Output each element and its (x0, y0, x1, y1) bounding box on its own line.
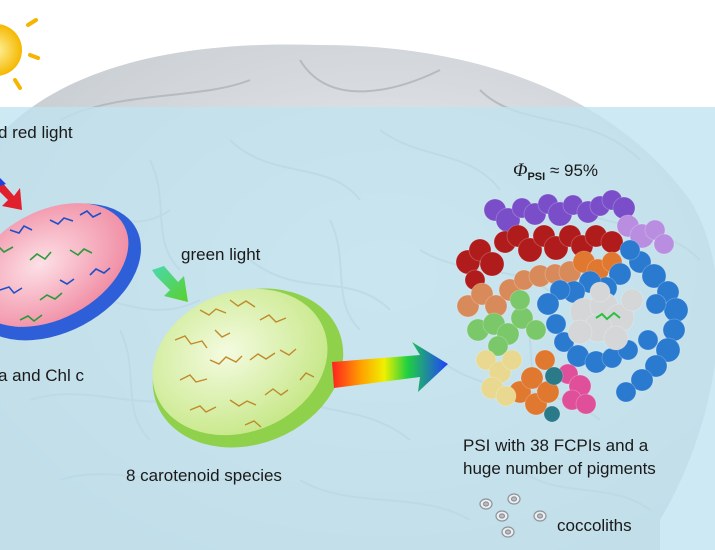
coccoliths-label: coccoliths (557, 516, 632, 535)
chlorophyll-label: a and Chl c (0, 365, 84, 386)
green-arrow-icon (152, 266, 188, 302)
carotenoid-disc (152, 288, 344, 448)
phi-subscript: PSI (527, 171, 546, 183)
psi-supercomplex (455, 189, 689, 423)
phi-value: ≈ 95% (549, 161, 599, 180)
chlorophyll-a-text: a and Chl c (0, 366, 84, 385)
phi-symbol: Φ (513, 160, 528, 181)
red-blue-arrow-icon (0, 178, 22, 210)
coccoliths-icons (479, 493, 547, 538)
green-light-label: green light (181, 245, 261, 264)
psi-description-line2: huge number of pigments (463, 459, 656, 478)
carotenoid-label: 8 carotenoid species (126, 466, 282, 485)
rainbow-arrow-icon (332, 342, 448, 392)
red-light-label: d red light (0, 123, 73, 142)
psi-description-line1: PSI with 38 FCPIs and a (463, 436, 649, 455)
quantum-efficiency-label: ΦPSI ≈ 95% (513, 160, 598, 183)
sun-icon (0, 18, 40, 90)
chlorophyll-disc (0, 203, 141, 341)
